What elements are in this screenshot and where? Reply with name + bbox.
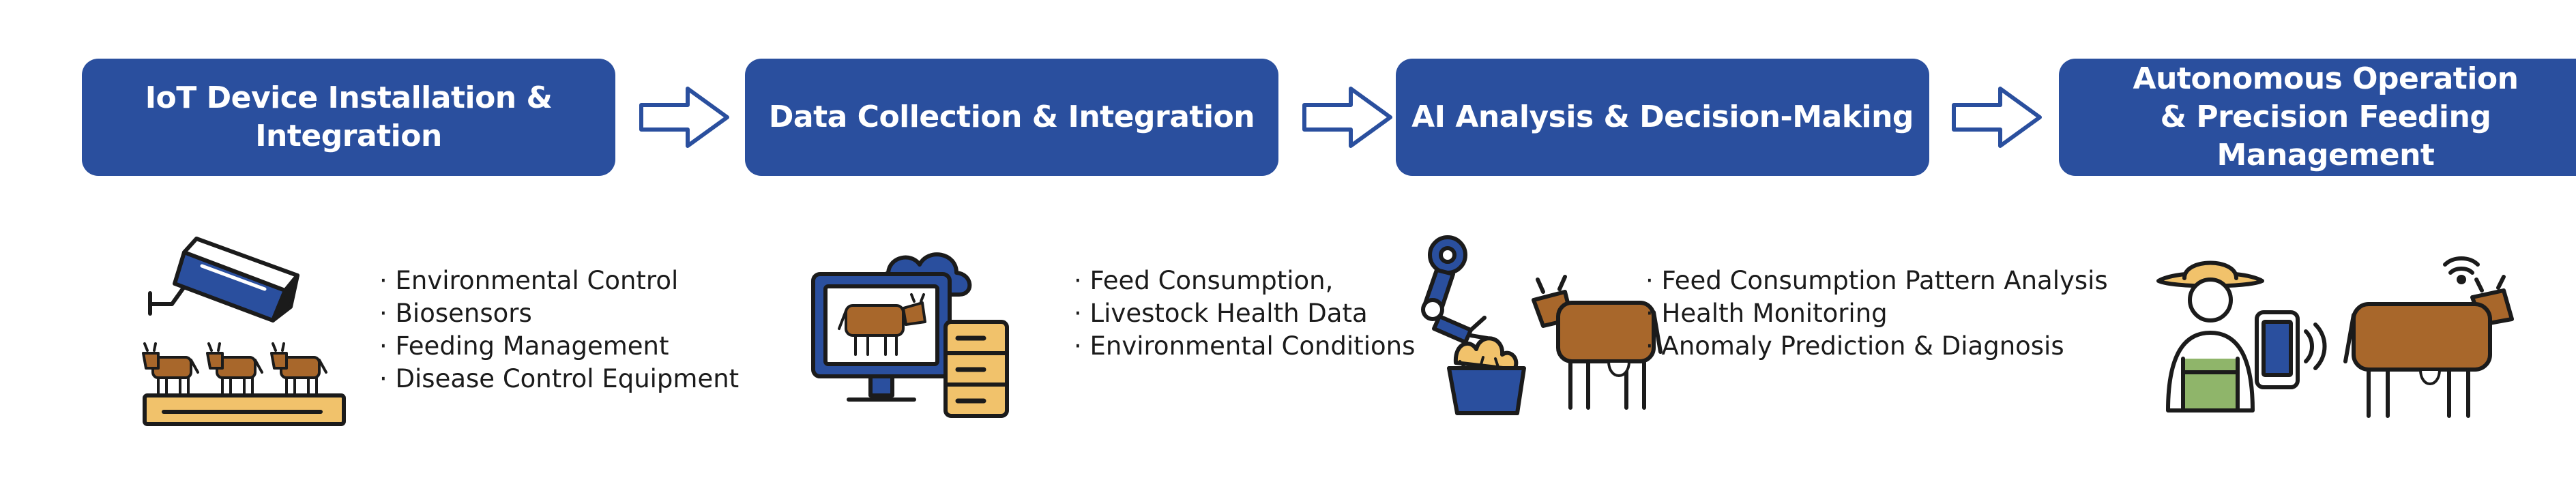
farmer-phone-cow-icon	[2156, 256, 2514, 418]
step-4-label: Autonomous Operation & Precision Feeding…	[2133, 61, 2519, 172]
step-4-box: Autonomous Operation & Precision Feeding…	[2059, 59, 2576, 176]
flow-arrow-icon	[1302, 87, 1392, 148]
list-item: Anomaly Prediction & Diagnosis	[1645, 330, 2108, 363]
robot-arm-cow-icon	[1421, 235, 1663, 415]
step-2-label: Data Collection & Integration	[768, 100, 1255, 134]
list-item: Livestock Health Data	[1074, 297, 1415, 330]
list-item: Biosensors	[379, 297, 739, 330]
step-3-bullets: Feed Consumption Pattern Analysis Health…	[1645, 265, 2108, 363]
step-3-box: AI Analysis & Decision-Making	[1396, 59, 1929, 176]
list-item: Disease Control Equipment	[379, 363, 740, 395]
list-item: Health Monitoring	[1645, 297, 2108, 330]
step-1-box: IoT Device Installation & Integration	[82, 59, 615, 176]
list-item: Environmental Control	[379, 265, 739, 297]
list-item: Feeding Management	[379, 330, 739, 363]
step-1-bullets: Environmental Control Biosensors Feeding…	[379, 265, 740, 395]
list-item: Environmental Conditions	[1074, 330, 1416, 363]
flow-arrow-icon	[639, 87, 729, 148]
list-item: Feed Consumption Pattern Analysis	[1645, 265, 2108, 297]
list-item: Feed Consumption,	[1074, 265, 1415, 297]
step-1-label: IoT Device Installation & Integration	[145, 80, 553, 153]
step-2-box: Data Collection & Integration	[745, 59, 1278, 176]
flow-arrow-icon	[1952, 87, 2042, 148]
step-3-label: AI Analysis & Decision-Making	[1411, 100, 1914, 134]
monitor-cloud-server-icon	[811, 252, 1009, 418]
step-2-bullets: Feed Consumption, Livestock Health Data …	[1074, 265, 1416, 363]
iot-camera-livestock-icon	[142, 237, 346, 426]
